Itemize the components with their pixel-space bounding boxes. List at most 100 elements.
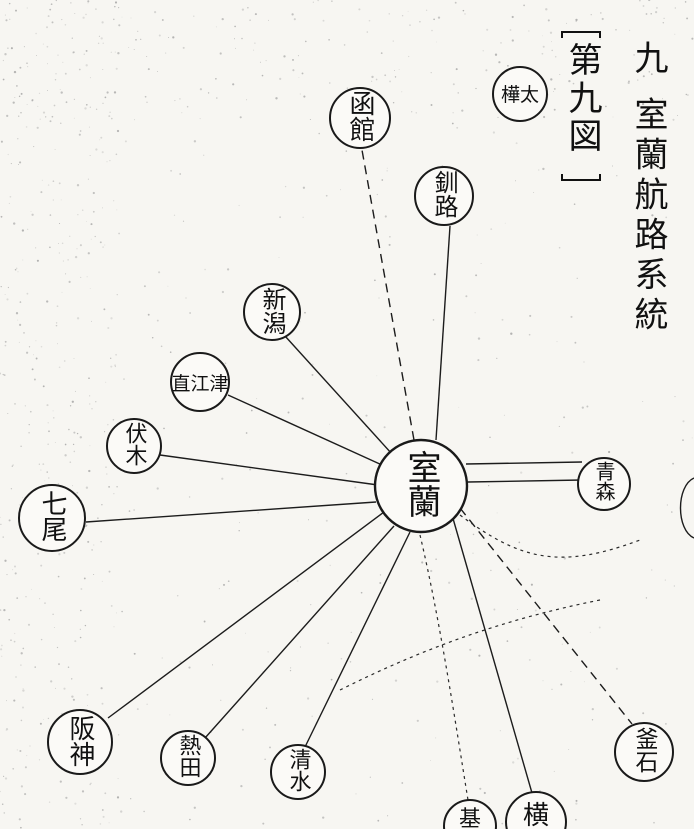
paper-speck — [48, 430, 50, 433]
paper-speck — [23, 46, 25, 48]
paper-speck — [21, 229, 25, 232]
paper-speck — [388, 13, 390, 15]
paper-speck — [384, 215, 387, 218]
paper-speck — [0, 523, 2, 525]
paper-speck — [78, 133, 81, 136]
paper-speck — [485, 69, 488, 72]
paper-speck — [26, 104, 28, 105]
paper-speck — [50, 3, 53, 6]
paper-speck — [22, 688, 24, 690]
paper-speck — [63, 551, 66, 554]
paper-speck — [435, 558, 437, 560]
route-naoetsu — [227, 394, 383, 466]
paper-speck — [118, 24, 121, 27]
paper-speck — [7, 286, 10, 289]
paper-speck — [59, 88, 61, 90]
paper-speck — [470, 597, 473, 600]
paper-speck — [56, 305, 59, 308]
paper-speck — [85, 486, 89, 489]
paper-speck — [401, 91, 403, 93]
paper-speck — [47, 443, 49, 445]
paper-speck — [54, 149, 56, 150]
paper-speck — [50, 680, 53, 683]
paper-speck — [325, 194, 328, 197]
paper-speck — [13, 640, 16, 643]
paper-speck — [95, 401, 97, 403]
paper-speck — [666, 504, 669, 506]
paper-speck — [44, 480, 46, 482]
paper-speck — [639, 0, 641, 2]
paper-speck — [113, 200, 115, 202]
paper-speck — [379, 574, 382, 576]
paper-speck — [58, 252, 61, 254]
paper-speck — [516, 609, 518, 610]
paper-speck — [601, 17, 604, 21]
paper-speck — [431, 29, 433, 32]
paper-speck — [146, 101, 148, 104]
paper-speck — [74, 390, 76, 392]
paper-speck — [615, 28, 617, 31]
paper-speck — [52, 410, 54, 412]
paper-speck — [20, 111, 22, 114]
paper-speck — [480, 262, 482, 265]
paper-speck — [3, 812, 6, 814]
paper-speck — [570, 315, 573, 318]
paper-speck — [530, 583, 533, 586]
paper-speck — [193, 15, 195, 17]
paper-speck — [108, 115, 111, 118]
paper-speck — [389, 80, 392, 83]
paper-speck — [154, 11, 157, 14]
paper-speck — [507, 64, 509, 67]
paper-speck — [7, 47, 9, 49]
paper-speck — [92, 191, 95, 195]
paper-speck — [479, 787, 482, 790]
paper-speck — [267, 651, 269, 653]
paper-speck — [575, 818, 577, 821]
paper-speck — [662, 21, 665, 24]
paper-speck — [31, 99, 34, 101]
paper-speck — [563, 416, 566, 419]
paper-speck — [17, 271, 19, 273]
paper-speck — [377, 819, 380, 822]
node-nanao-circle — [18, 484, 86, 552]
node-karafuto-label: 樺太 — [501, 84, 539, 106]
paper-speck — [328, 38, 330, 41]
paper-speck — [95, 148, 98, 151]
paper-speck — [76, 184, 80, 187]
paper-speck — [20, 826, 22, 829]
paper-speck — [469, 648, 472, 651]
paper-speck — [90, 238, 92, 240]
paper-speck — [268, 19, 269, 21]
paper-speck — [539, 790, 541, 792]
paper-speck — [648, 158, 651, 162]
paper-speck — [256, 398, 258, 400]
paper-speck — [81, 209, 84, 211]
paper-speck — [371, 698, 374, 701]
paper-speck — [583, 681, 585, 683]
paper-speck — [299, 93, 301, 95]
paper-speck — [238, 204, 240, 207]
paper-speck — [33, 146, 35, 148]
paper-speck — [664, 579, 666, 581]
paper-speck — [60, 91, 63, 94]
paper-speck — [0, 609, 2, 611]
route-kushiro — [435, 225, 451, 441]
paper-speck — [488, 802, 490, 804]
paper-speck — [477, 359, 480, 362]
paper-speck — [199, 118, 201, 120]
paper-speck — [2, 59, 5, 62]
node-kamaishi-circle — [614, 722, 674, 782]
paper-speck — [58, 242, 60, 244]
paper-speck — [302, 216, 304, 218]
paper-speck — [386, 167, 388, 169]
figure-label-bracket-top — [561, 31, 601, 38]
paper-speck — [409, 24, 411, 26]
paper-speck — [46, 45, 49, 48]
paper-speck — [20, 92, 23, 95]
paper-speck — [369, 776, 371, 778]
paper-speck — [94, 235, 96, 238]
paper-speck — [61, 242, 64, 245]
paper-speck — [365, 414, 368, 417]
paper-speck — [178, 97, 181, 100]
paper-speck — [317, 0, 320, 2]
